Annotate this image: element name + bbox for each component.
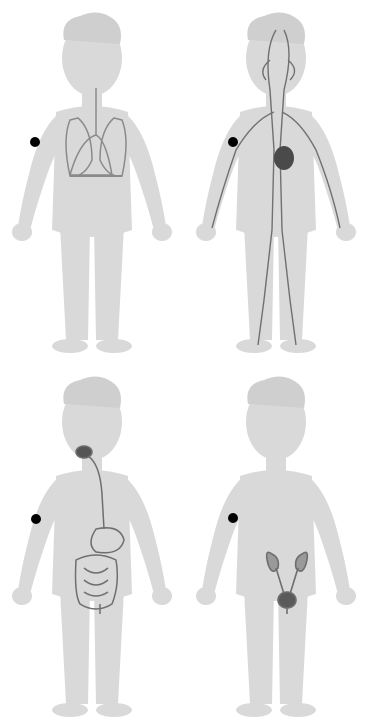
lungs-icon [0, 0, 184, 364]
kidneys-bladder-icon [184, 364, 368, 728]
digestive-tract-icon [0, 364, 184, 728]
blood-vessels-icon [184, 0, 368, 364]
figure-digestive [0, 364, 184, 728]
figure-circulatory [184, 0, 368, 364]
figure-urinary [184, 364, 368, 728]
figure-respiratory [0, 0, 184, 364]
marker-dot[interactable] [30, 137, 40, 147]
marker-dot[interactable] [31, 514, 41, 524]
marker-dot[interactable] [228, 137, 238, 147]
marker-dot[interactable] [228, 513, 238, 523]
